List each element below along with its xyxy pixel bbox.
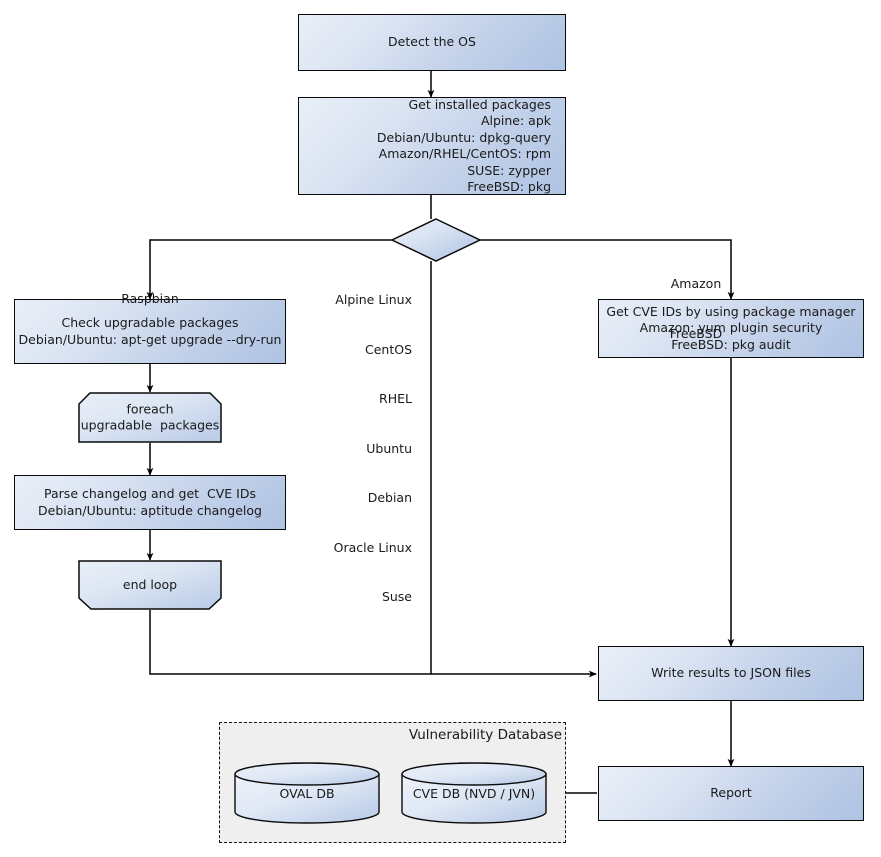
node-packages-line-5: SUSE: zypper (467, 162, 551, 178)
database-cve-db-text: CVE DB (NVD / JVN) (400, 762, 548, 824)
node-get-installed-packages[interactable]: Get installed packages Alpine: apk Debia… (298, 97, 566, 195)
node-decision-diamond[interactable] (390, 217, 482, 263)
node-end-loop-text: end loop (78, 560, 222, 610)
node-end-loop[interactable] (78, 560, 222, 610)
get-cve-line-3: FreeBSD: pkg audit (671, 336, 791, 352)
edge-label-raspbian: Raspbian (70, 258, 230, 341)
amazon-line-2: FreeBSD (669, 325, 723, 341)
node-detect-os[interactable]: Detect the OS (298, 14, 566, 71)
parse-line-1: Parse changelog and get CVE IDs (44, 486, 256, 501)
node-packages-line-1: Get installed packages (408, 96, 551, 112)
node-foreach-loop-text: foreach upgradable packages (78, 392, 222, 443)
database-oval-db-text: OVAL DB (233, 762, 381, 824)
node-foreach-loop[interactable] (78, 392, 222, 443)
database-oval-db-label: OVAL DB (279, 785, 335, 801)
distro-line-4: Ubuntu (366, 440, 412, 456)
distro-line-6: Oracle Linux (333, 539, 412, 555)
node-report[interactable]: Report (598, 766, 864, 821)
database-oval-db[interactable] (233, 762, 381, 824)
foreach-line-2: upgradable packages (80, 417, 220, 433)
distro-line-1: Alpine Linux (335, 292, 412, 307)
edge-label-raspbian-line-1: Raspbian (121, 291, 179, 306)
edge-label-linux-distros: Alpine Linux CentOS RHEL Ubuntu Debian O… (250, 259, 412, 639)
get-cve-line-1: Get CVE IDs by using package manager (606, 303, 856, 319)
node-packages-line-2: Alpine: apk (480, 113, 551, 128)
get-cve-line-2: Amazon: yum plugin security (639, 320, 823, 336)
end-loop-line-1: end loop (122, 576, 178, 592)
edge-label-amazon-freebsd: Amazon FreeBSD (616, 243, 776, 375)
parse-line-2: Debian/Ubuntu: aptitude changelog (38, 502, 262, 518)
report-label: Report (710, 785, 752, 801)
distro-line-3: RHEL (379, 391, 412, 406)
node-check-upgradable[interactable]: Check upgradable packages Debian/Ubuntu:… (14, 299, 286, 364)
node-write-results[interactable]: Write results to JSON files (598, 646, 864, 701)
database-cve-db-label: CVE DB (NVD / JVN) (412, 785, 536, 801)
amazon-line-1: Amazon (670, 276, 722, 291)
node-packages-line-4: Amazon/RHEL/CentOS: rpm (378, 146, 551, 161)
foreach-line-1: foreach (126, 401, 174, 416)
distro-line-7: Suse (381, 589, 412, 604)
node-parse-changelog[interactable]: Parse changelog and get CVE IDs Debian/U… (14, 475, 286, 530)
check-upgradable-line-2: Debian/Ubuntu: apt-get upgrade --dry-run (18, 331, 282, 347)
node-detect-os-label: Detect the OS (388, 34, 476, 50)
distro-line-5: Debian (367, 490, 412, 505)
node-packages-line-3: Debian/Ubuntu: dpkg-query (376, 129, 551, 145)
vulnerability-database-title: Vulnerability Database (408, 727, 562, 743)
distro-line-2: CentOS (364, 341, 412, 357)
node-packages-line-6: FreeBSD: pkg (467, 179, 551, 194)
check-upgradable-line-1: Check upgradable packages (61, 315, 239, 330)
node-get-cve-ids[interactable]: Get CVE IDs by using package manager Ama… (598, 299, 864, 358)
write-results-label: Write results to JSON files (651, 665, 811, 681)
database-cve-db[interactable] (400, 762, 548, 824)
